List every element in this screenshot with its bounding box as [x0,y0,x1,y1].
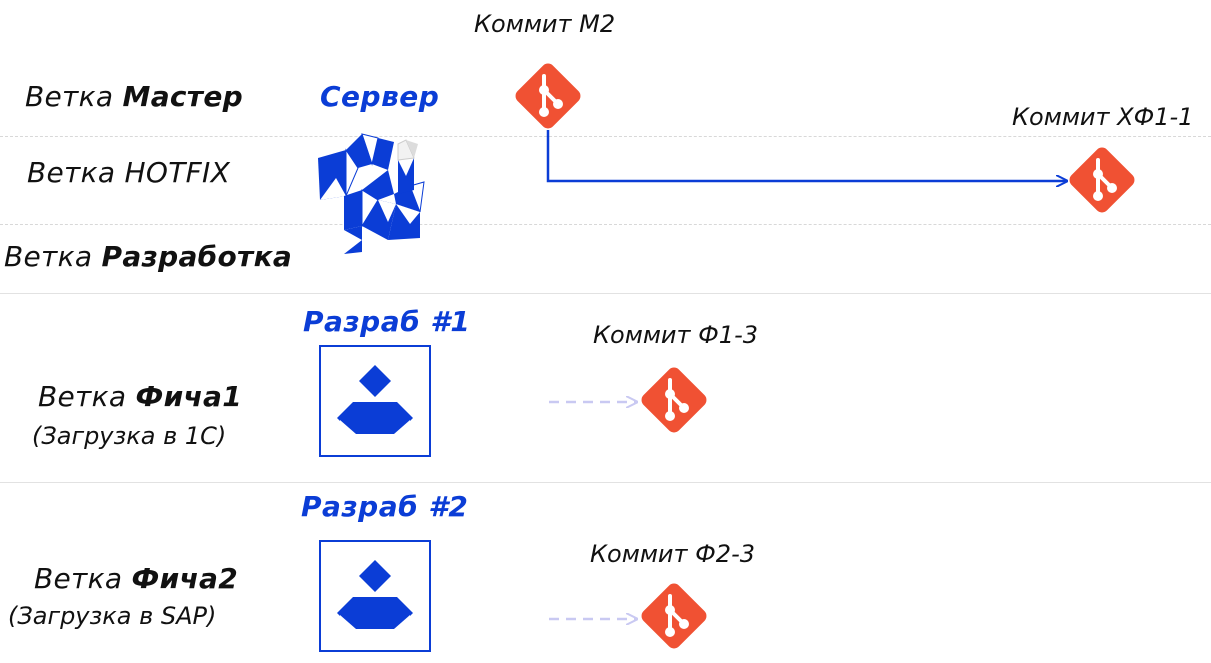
dev2-label: Разраб #2 [301,490,469,523]
divider-dev1-dev2 [0,482,1211,483]
hotfix-arrow [546,130,1066,181]
branch-develop-label: Ветка Разработка [4,240,293,273]
snake-puzzle-icon [318,133,425,254]
developer-icon [319,345,431,457]
git-logo-icon [636,578,712,654]
commit-f23-label: Коммит Ф2-3 [590,540,755,568]
branch-master-label: Ветка Мастер [25,80,243,113]
commit-m2-label: Коммит М2 [474,10,616,38]
dev1-label: Разраб #1 [303,305,471,338]
commit-hf1-label: Коммит ХФ1-1 [1012,103,1194,131]
divider-master-hotfix [0,136,1211,137]
branch-feature1-label: Ветка Фича1 [38,380,243,413]
branch-hotfix-label: Ветка HOTFIX [27,156,231,189]
branch-feature1-note: (Загрузка в 1С) [32,422,227,450]
divider-hotfix-develop [0,224,1211,225]
server-label: Сервер [320,80,440,113]
git-logo-icon [636,362,712,438]
developer-icon [319,540,431,652]
git-logo-icon [1064,142,1140,218]
git-logo-icon [510,58,586,134]
branch-feature2-label: Ветка Фича2 [34,562,239,595]
branch-feature2-note: (Загрузка в SAP) [8,602,217,630]
commit-f13-label: Коммит Ф1-3 [593,321,758,349]
divider-server-dev1 [0,293,1211,294]
